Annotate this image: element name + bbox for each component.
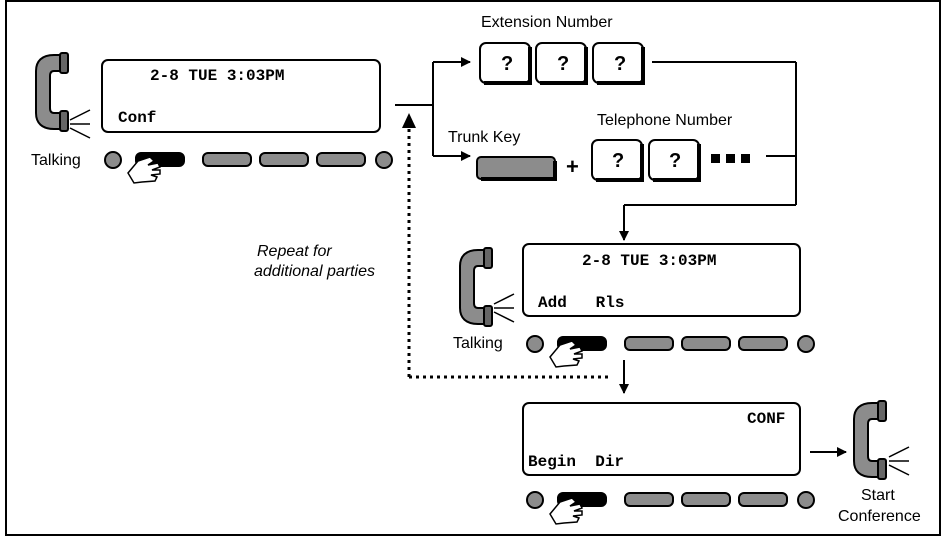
extension-number-label: Extension Number [481,14,613,31]
lcd-softkey-line: Conf [118,109,156,127]
handset-icon [853,400,887,480]
start-label: Start [861,487,895,504]
handset-icon [459,247,493,327]
sound-waves-icon [888,446,910,476]
digit-key: ? [557,53,569,75]
repeat-note-line2: additional parties [254,263,375,280]
digit-key: ? [501,53,513,75]
lcd-display-2: 2-8 TUE 3:03PM Add Rls [522,243,801,317]
trunk-key-label: Trunk Key [448,129,520,146]
connector-lines [395,57,471,161]
telephone-keys: ? ? [591,139,701,182]
lcd-softkey-line: Add Rls [538,294,624,312]
lcd-display-3: CONF Begin Dir [522,402,801,476]
lcd-status-line: 2-8 TUE 3:03PM [150,67,284,85]
handset-icon [35,52,69,132]
trunk-key [476,156,557,181]
merge-lines [619,61,797,241]
telephone-number-label: Telephone Number [597,112,733,129]
lcd-softkey-line: Begin Dir [528,453,624,471]
sound-waves-icon [69,109,91,139]
digit-key: ? [612,150,624,172]
digit-key: ? [669,150,681,172]
repeat-loop-path [407,128,612,379]
ellipsis-dots [711,154,750,163]
sound-waves-icon [493,293,515,323]
lcd-status-line: 2-8 TUE 3:03PM [582,252,716,270]
plus-sign: + [566,154,579,179]
talking-label: Talking [31,152,81,169]
extension-keys: ? ? ? [479,42,645,85]
outer-frame [5,0,941,536]
lcd-status-line: CONF [747,410,785,428]
repeat-arrowhead [402,113,416,128]
lcd-display-1: 2-8 TUE 3:03PM Conf [101,59,381,133]
repeat-note-line1: Repeat for [257,243,332,260]
digit-key: ? [614,53,626,75]
conference-label: Conference [838,508,921,525]
talking-label: Talking [453,335,503,352]
